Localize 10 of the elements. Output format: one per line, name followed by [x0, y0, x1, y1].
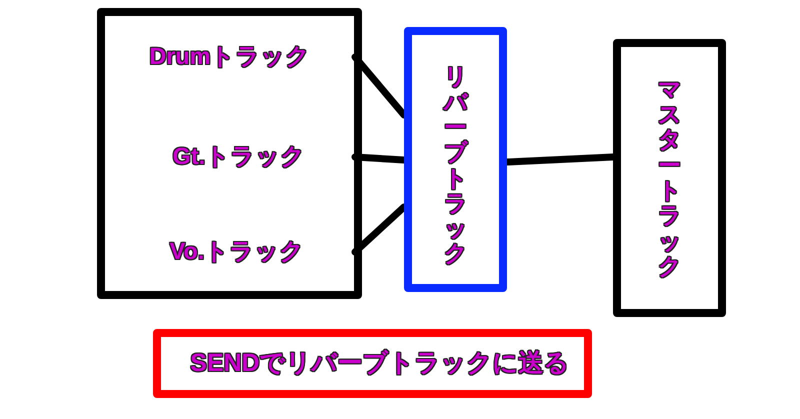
vertical-label: マスタートラック [658, 76, 681, 280]
vertical-label: リバーブトラック [444, 64, 467, 267]
node-label: Gt.トラック [172, 144, 306, 170]
note-box [153, 329, 592, 398]
node-label: SENDでリバーブトラックに送る [190, 350, 570, 378]
process-box [613, 39, 726, 317]
node-label: Drumトラック [149, 44, 311, 70]
process-box [404, 27, 507, 292]
group-box [97, 8, 362, 299]
node-label: Vo.トラック [170, 239, 304, 265]
